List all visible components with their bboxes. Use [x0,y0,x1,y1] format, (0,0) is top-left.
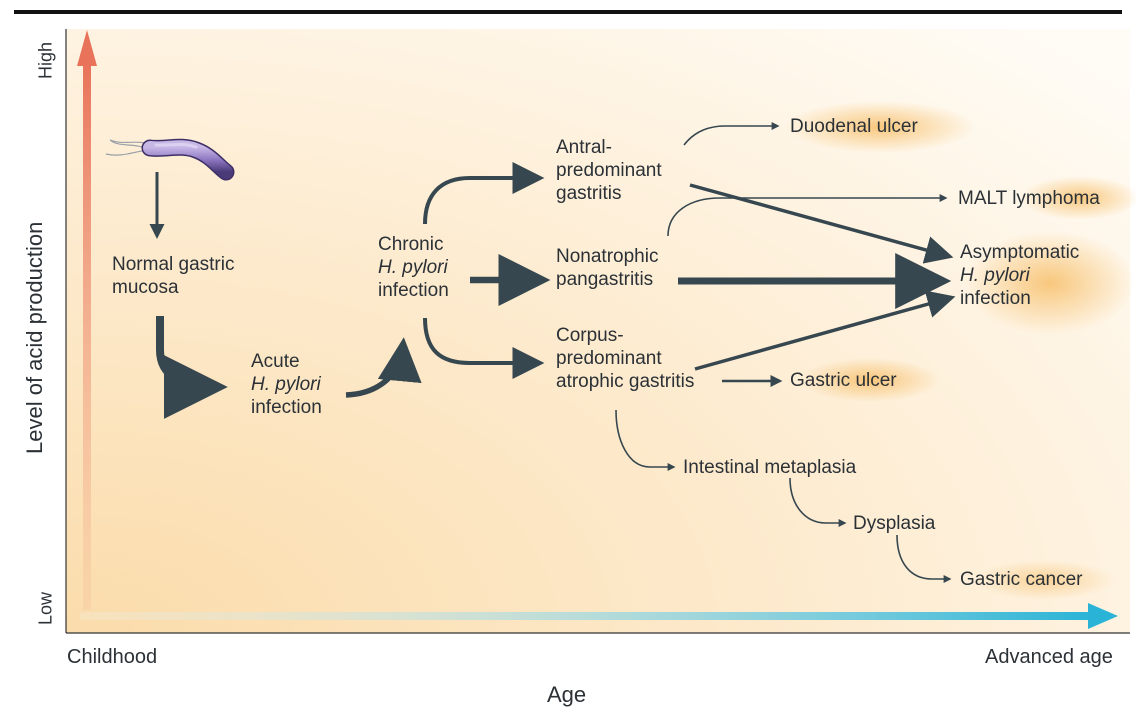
halo-duodenal [785,101,975,153]
y-axis-high-label: High [35,41,56,80]
arrow-dysplasia-cancer [896,534,952,583]
x-axis-start-label: Childhood [67,646,158,668]
node-gastric-cancer: Gastric cancer [960,569,1083,590]
node-asymptomatic-infection: Asymptomatic H. pylori infection [960,242,1080,309]
arrow-metaplasia-dysplasia [789,477,847,527]
node-chronic-infection: Chronic H. pylori infection [378,234,449,301]
arrow-chronic-antral [423,162,545,225]
arrow-chronic-corpus [423,317,545,379]
arrow-antral-duodenal [683,122,780,146]
x-axis-arrow [80,603,1118,629]
halo-malt [1020,176,1136,220]
node-gastric-ulcer: Gastric ulcer [790,370,897,391]
arrow-corpus-asymptomatic [694,290,956,371]
arrow-nonatrophic-malt [667,194,948,237]
arrow-antral-asymptomatic [689,183,954,264]
arrow-acute-chronic [345,337,422,398]
arrow-corpus-metaplasia [615,409,676,471]
x-axis-title: Age [547,682,587,707]
y-axis-title: Level of acid production [22,221,47,454]
node-intestinal-metaplasia: Intestinal metaplasia [683,457,857,478]
y-axis-arrow [77,30,97,610]
node-normal-gastric: Normal gastric mucosa [112,254,235,298]
node-corpus-gastritis: Corpus- predominant atrophic gastritis [556,325,695,392]
thin-arrows [615,122,952,583]
node-acute-infection: Acute H. pylori infection [251,351,322,418]
node-duodenal-ulcer: Duodenal ulcer [790,116,918,137]
flow-arrows [149,162,956,419]
y-axis-low-label: Low [35,591,56,626]
halo-asymptomatic [965,231,1135,335]
node-dysplasia: Dysplasia [853,513,936,534]
bacterium-icon [105,138,235,181]
node-antral-gastritis: Antral- predominant gastritis [556,137,662,204]
node-nonatrophic-pangastritis: Nonatrophic pangastritis [556,246,659,290]
arrow-normal-acute [156,316,228,419]
top-rule [14,10,1122,14]
x-axis-end-label: Advanced age [985,646,1113,668]
halo-gastric-ulcer [800,358,940,402]
node-malt-lymphoma: MALT lymphoma [958,188,1100,209]
halo-gastric-cancer [975,560,1115,600]
